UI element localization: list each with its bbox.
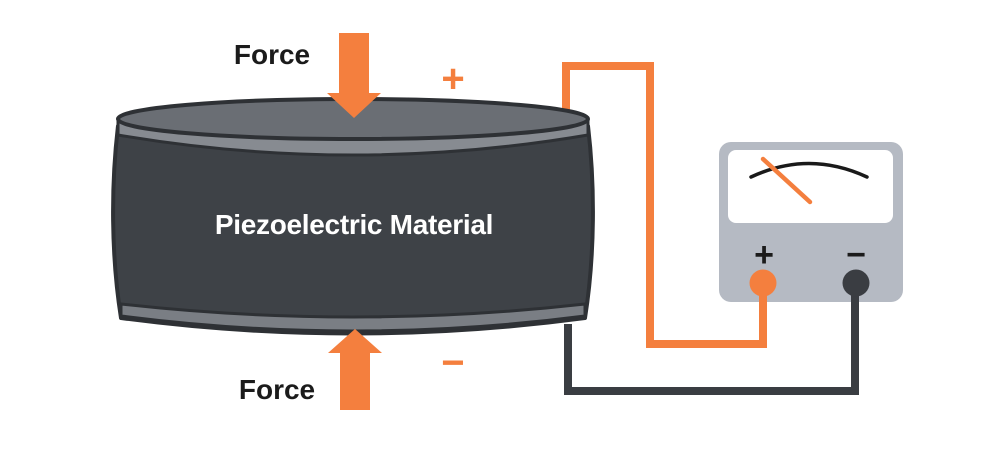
force-bottom-label: Force — [239, 374, 315, 405]
voltmeter-scale-arc — [749, 161, 869, 179]
bottom-electrode-band — [119, 302, 587, 333]
positive-wire — [562, 62, 767, 348]
voltmeter-positive-terminal — [749, 269, 777, 297]
positive-charge-symbol: + — [441, 57, 464, 101]
voltmeter-positive-label: + — [754, 236, 774, 274]
negative-wire — [564, 284, 859, 395]
voltmeter-negative-label: − — [846, 236, 866, 274]
force-up-arrow-icon — [328, 329, 382, 410]
voltmeter-needle-icon — [760, 156, 813, 205]
voltmeter-display — [728, 150, 893, 223]
force-down-arrow-icon — [327, 33, 381, 118]
piezoelectric-cylinder: Piezoelectric Material — [111, 97, 595, 336]
cylinder-label: Piezoelectric Material — [215, 209, 493, 240]
voltmeter: + − — [719, 142, 903, 302]
force-top-label: Force — [234, 39, 310, 70]
negative-charge-symbol: − — [441, 341, 464, 385]
voltmeter-negative-terminal — [842, 269, 870, 297]
